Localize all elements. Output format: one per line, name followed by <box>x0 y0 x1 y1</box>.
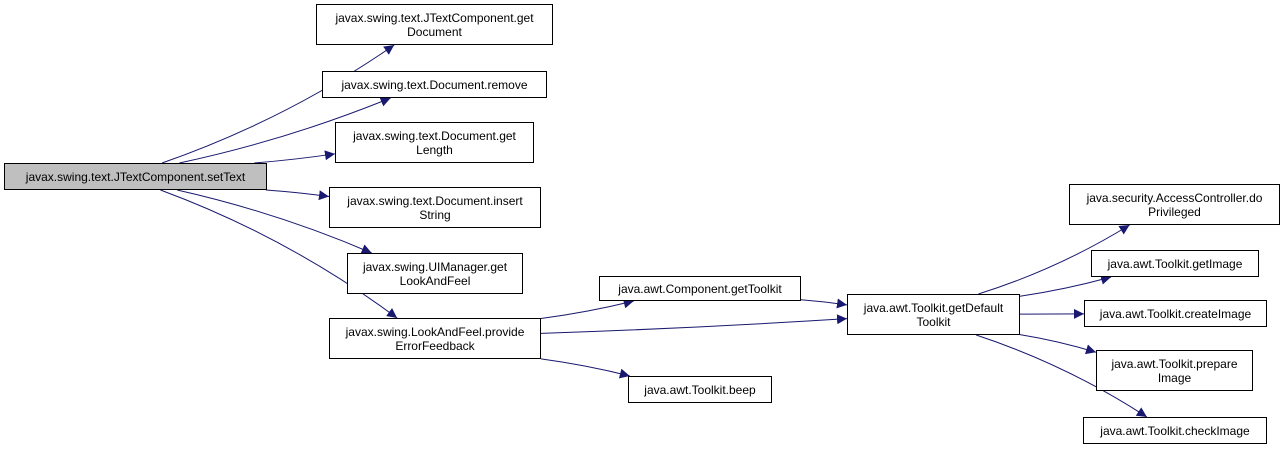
edge-laf_provide_error-to-toolkit_beep <box>540 358 630 379</box>
edge-root-to-doc_get_length <box>254 150 336 164</box>
node-label-line: Privileged <box>1148 204 1201 219</box>
node-toolkit-createimage[interactable]: java.awt.Toolkit.createImage <box>1084 300 1267 327</box>
node-uimanager-getlookandfeel[interactable]: javax.swing.UIManager.get LookAndFeel <box>347 253 523 294</box>
node-jtextcomponent-settext[interactable]: javax.swing.text.JTextComponent.setText <box>4 163 267 190</box>
edge-root-to-ui_get_laf <box>177 189 372 254</box>
node-label-line: java.awt.Toolkit.getDefault <box>863 300 1004 315</box>
node-lookandfeel-provideerrorfeedback[interactable]: javax.swing.LookAndFeel.provide ErrorFee… <box>329 318 541 359</box>
node-label-line: javax.swing.text.Document.insert <box>347 193 523 208</box>
node-label-line: ErrorFeedback <box>395 338 475 353</box>
node-toolkit-prepareimage[interactable]: java.awt.Toolkit.prepare Image <box>1096 350 1253 391</box>
node-label-line: java.awt.Toolkit.beep <box>644 382 756 397</box>
node-label-line: javax.swing.UIManager.get <box>362 259 508 274</box>
node-document-getlength[interactable]: javax.swing.text.Document.get Length <box>335 122 534 163</box>
node-toolkit-getdefaulttoolkit[interactable]: java.awt.Toolkit.getDefault Toolkit <box>847 294 1020 335</box>
node-component-gettoolkit[interactable]: java.awt.Component.getToolkit <box>599 276 801 301</box>
edge-toolkit_get_default-to-toolkit_prepare_image <box>1019 334 1097 355</box>
edge-toolkit_get_default-to-toolkit_check_image <box>976 334 1148 418</box>
edge-root-to-doc_insert_string <box>265 189 330 201</box>
node-document-insertstring[interactable]: javax.swing.text.Document.insert String <box>329 187 541 228</box>
node-label-line: javax.swing.text.Document.get <box>353 128 516 143</box>
node-jtextcomponent-getdocument[interactable]: javax.swing.text.JTextComponent.get Docu… <box>316 4 553 45</box>
node-document-remove[interactable]: javax.swing.text.Document.remove <box>322 71 547 98</box>
edge-component_get_toolkit-to-toolkit_get_default <box>800 298 848 309</box>
node-label-line: Toolkit <box>916 314 951 329</box>
node-label-line: LookAndFeel <box>399 273 471 288</box>
edge-root-to-laf_provide_error <box>160 189 398 319</box>
node-label-line: javax.swing.LookAndFeel.provide <box>345 324 525 339</box>
node-toolkit-checkimage[interactable]: java.awt.Toolkit.checkImage <box>1083 417 1267 444</box>
node-label-line: Length <box>416 142 453 157</box>
edge-laf_provide_error-to-toolkit_get_default <box>540 314 848 334</box>
node-label-line: java.awt.Component.getToolkit <box>618 281 782 296</box>
node-label-line: Document <box>407 24 462 39</box>
edge-root-to-get_document <box>161 44 395 164</box>
node-label-line: String <box>419 207 451 222</box>
node-label-line: Image <box>1157 370 1192 385</box>
edge-toolkit_get_default-to-access_do_privileged <box>978 224 1130 295</box>
node-label-line: java.awt.Toolkit.getImage <box>1107 256 1243 271</box>
node-label-line: javax.swing.text.JTextComponent.setText <box>25 169 246 184</box>
node-toolkit-beep[interactable]: java.awt.Toolkit.beep <box>628 376 772 403</box>
node-label-line: javax.swing.text.JTextComponent.get <box>335 10 534 25</box>
edge-toolkit_get_default-to-toolkit_get_image <box>1019 274 1112 297</box>
node-accesscontroller-doprivileged[interactable]: java.security.AccessController.do Privil… <box>1069 184 1280 225</box>
node-label-line: java.awt.Toolkit.prepare <box>1111 356 1238 371</box>
node-toolkit-getimage[interactable]: java.awt.Toolkit.getImage <box>1091 250 1259 277</box>
node-label-line: javax.swing.text.Document.remove <box>341 77 528 92</box>
edge-root-to-doc_remove <box>179 97 391 164</box>
node-label-line: java.awt.Toolkit.createImage <box>1099 306 1252 321</box>
edge-laf_provide_error-to-component_get_toolkit <box>540 298 634 319</box>
node-label-line: java.security.AccessController.do <box>1086 190 1263 205</box>
node-label-line: java.awt.Toolkit.checkImage <box>1100 423 1250 438</box>
